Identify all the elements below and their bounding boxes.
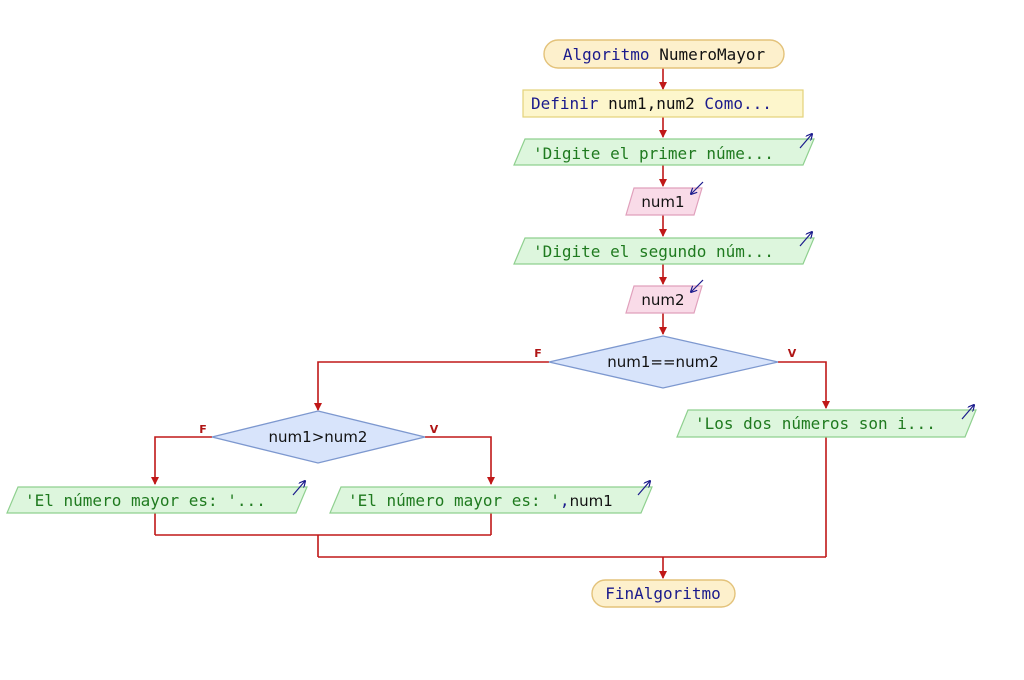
decision2-true-label: V	[430, 423, 439, 436]
write-block-1: 'Digite el primer núme...	[513, 134, 815, 166]
write-equal-text: 'Los dos números son i...	[695, 414, 936, 433]
write-right-var: num1	[570, 492, 613, 510]
input-arrow-icon	[691, 181, 704, 194]
connector-decision2-true	[425, 436, 495, 485]
decision-block-1: num1==num2 F V	[534, 335, 797, 389]
end-terminal: FinAlgoritmo	[591, 579, 736, 608]
connector-decision1-false	[314, 361, 549, 411]
output-arrow-icon	[292, 481, 305, 496]
decision1-false-label: F	[534, 347, 542, 360]
start-name: NumeroMayor	[650, 45, 766, 64]
decision2-text: num1>num2	[269, 428, 368, 446]
connectors	[151, 68, 830, 579]
write-block-2: 'Digite el segundo núm...	[513, 232, 815, 265]
output-arrow-icon	[799, 134, 812, 149]
svg-text:'El número mayor es: ',num1: 'El número mayor es: ',num1	[348, 491, 613, 510]
write1-text: 'Digite el primer núme...	[533, 144, 774, 163]
output-arrow-icon	[961, 405, 974, 420]
decision1-true-label: V	[788, 347, 797, 360]
read-block-1: num1	[625, 181, 704, 216]
start-terminal: Algoritmo NumeroMayor	[543, 39, 785, 69]
connector-decision2-false	[151, 436, 212, 485]
output-arrow-icon	[637, 481, 650, 496]
read2-text: num2	[641, 291, 684, 309]
define-vars: num1,num2	[608, 94, 695, 113]
connector-decision1-true	[778, 361, 830, 409]
input-arrow-icon	[691, 279, 704, 292]
define-keyword: Definir	[531, 94, 599, 113]
write-right-separator: ,	[560, 491, 570, 510]
write2-text: 'Digite el segundo núm...	[533, 242, 774, 261]
output-arrow-icon	[799, 232, 812, 247]
write-left-text: 'El número mayor es: '...	[25, 491, 266, 510]
svg-text:Definir num1,num2 Como...: Definir num1,num2 Como...	[531, 94, 772, 113]
define-block: Definir num1,num2 Como...	[522, 89, 804, 118]
read1-text: num1	[641, 193, 684, 211]
start-keyword: Algoritmo	[563, 45, 650, 64]
svg-text:Algoritmo NumeroMayor: Algoritmo NumeroMayor	[563, 45, 766, 64]
read-block-2: num2	[625, 279, 704, 314]
write-right-string: 'El número mayor es: '	[348, 491, 560, 510]
decision2-false-label: F	[199, 423, 207, 436]
write-block-right: 'El número mayor es: ',num1	[329, 481, 653, 514]
write-block-left: 'El número mayor es: '...	[6, 481, 308, 514]
write-block-equal: 'Los dos números son i...	[676, 405, 977, 438]
decision1-text: num1==num2	[607, 353, 718, 371]
decision-block-2: num1>num2 F V	[199, 410, 439, 464]
define-tail: Como...	[704, 94, 771, 113]
end-text: FinAlgoritmo	[605, 584, 721, 603]
